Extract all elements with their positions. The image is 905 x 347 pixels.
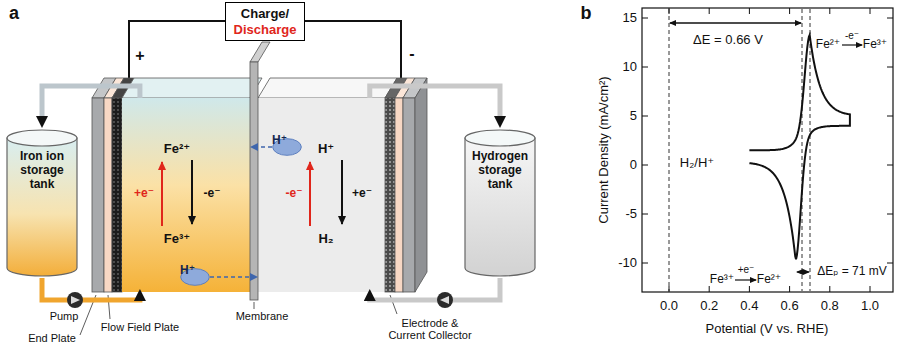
- tick-label: 0.0: [660, 299, 678, 313]
- tick-label: 1.0: [861, 299, 879, 313]
- node-text: Charge/: [234, 6, 297, 22]
- node-text: Fe³⁺: [164, 231, 190, 246]
- species-label: Fe³⁺: [710, 273, 734, 286]
- tick-label: 15: [623, 11, 637, 25]
- species-label: Fe²⁺: [757, 273, 781, 286]
- electron-label: +e⁻: [738, 264, 755, 275]
- storage-tank: Hydrogen storage tank: [464, 128, 536, 278]
- axis-title: Potential (V vs. RHE): [706, 322, 829, 336]
- node-text: +e⁻: [134, 186, 154, 200]
- cv-curve: [749, 35, 850, 259]
- tick-label: 0: [630, 158, 637, 172]
- axis-title: Current Density (mA/cm²): [597, 76, 611, 223]
- charge-box: Charge/Discharge: [225, 2, 306, 41]
- annotation: ΔEₚ = 71 mV: [817, 265, 887, 278]
- ion-bubble: H⁺: [180, 268, 210, 286]
- node-text: H₂: [318, 231, 333, 246]
- cell-chamber: H⁺ -e⁻ +e⁻ H₂ H⁺: [258, 98, 385, 292]
- node-text: H⁺: [272, 133, 287, 147]
- panel-letter: b: [581, 4, 592, 24]
- tick-label: -10: [618, 256, 637, 270]
- node-text: Fe²⁺: [164, 141, 190, 156]
- axis-ticks: [642, 8, 893, 292]
- annotation: H₂/H⁺: [680, 156, 714, 170]
- proton-arrow: [210, 276, 251, 278]
- tick-label: 5: [630, 109, 637, 123]
- part-label: Flow Field Plate: [101, 321, 179, 333]
- species-label: Fe²⁺: [816, 38, 840, 51]
- panel-letter: a: [9, 4, 19, 24]
- part-label: Electrode & Current Collector: [384, 317, 476, 341]
- tick-label: 0.4: [740, 299, 758, 313]
- reaction-arrow: [162, 160, 342, 226]
- tick-label: -5: [625, 207, 637, 221]
- node-text: H⁺: [180, 263, 195, 277]
- tick-label: 0.6: [781, 299, 799, 313]
- node-text: -e⁻: [203, 186, 220, 200]
- pipe: [42, 278, 140, 300]
- species-label: Fe³⁺: [863, 38, 887, 51]
- pipe: [370, 86, 500, 118]
- node-text: -e⁻: [285, 186, 302, 200]
- pipe: [42, 86, 140, 118]
- ion-bubble: H⁺: [272, 138, 302, 156]
- proton-arrow: [257, 146, 272, 148]
- part-label: Pump: [50, 310, 79, 322]
- cell-stack: [92, 42, 427, 300]
- terminal-sign: -: [409, 45, 414, 63]
- pump-symbol: [67, 292, 83, 308]
- wire: [129, 21, 401, 78]
- cv-chart: [642, 8, 893, 292]
- pipe: [370, 278, 500, 300]
- node-text: H⁺: [318, 141, 334, 156]
- part-label: Membrane: [236, 310, 289, 322]
- annotation: ΔE = 0.66 V: [693, 33, 763, 47]
- node-text: +e⁻: [352, 186, 372, 200]
- terminal-sign: +: [135, 47, 144, 65]
- node-text: Iron ion storage tank: [6, 128, 78, 191]
- part-label: End Plate: [28, 332, 76, 344]
- storage-tank: Iron ion storage tank: [6, 128, 78, 278]
- tick-label: 0.8: [821, 299, 839, 313]
- node-text: Hydrogen storage tank: [464, 128, 536, 191]
- cell-chamber: Fe²⁺ +e⁻ -e⁻ Fe³⁺ H⁺: [122, 98, 250, 292]
- pump-symbol: [437, 292, 453, 308]
- electron-label: -e⁻: [845, 30, 859, 41]
- tick-label: 0.2: [700, 299, 718, 313]
- node-text: Discharge: [234, 22, 297, 38]
- tick-label: 10: [623, 60, 637, 74]
